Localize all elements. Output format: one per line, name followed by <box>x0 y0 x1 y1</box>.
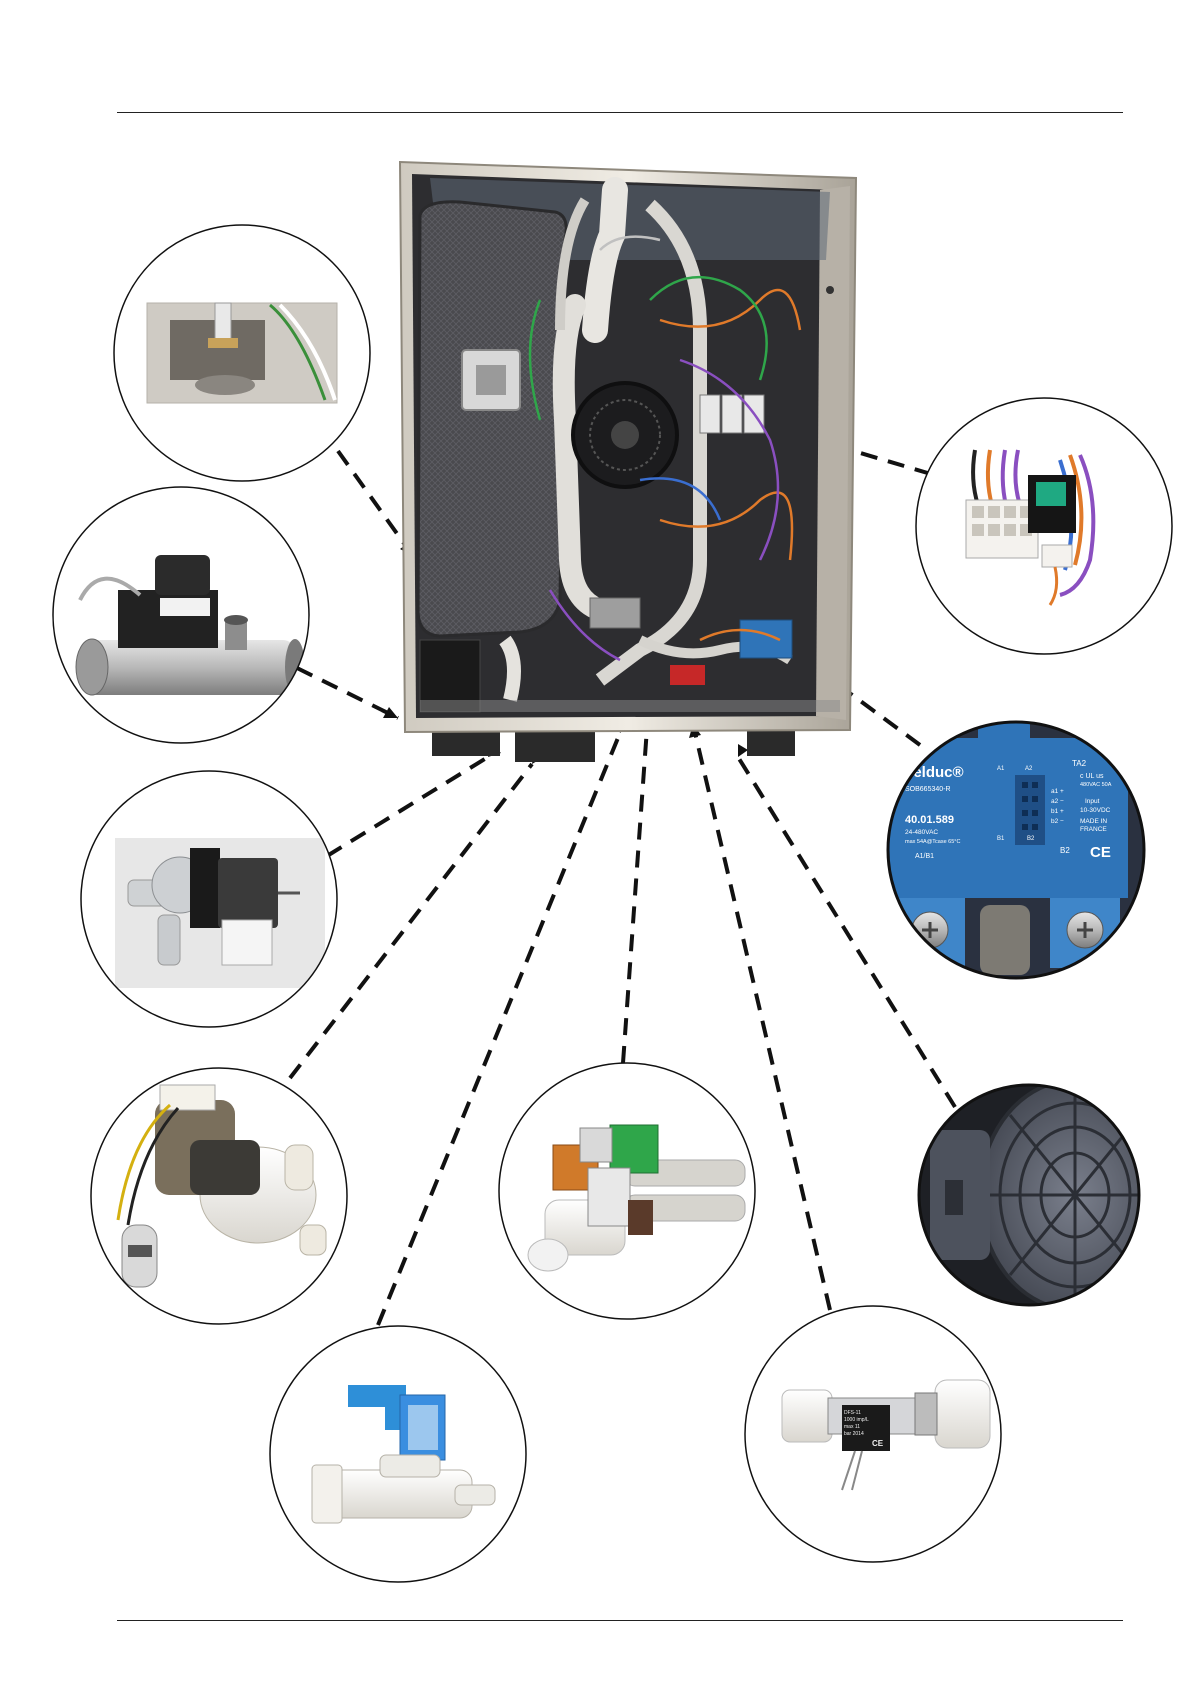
callout-drain-pump <box>78 768 343 1033</box>
relay-line-a1: a1 + <box>1051 788 1064 795</box>
relay-pin-a1: A1 <box>997 766 1005 772</box>
relay-pin-b1: B1 <box>997 836 1005 842</box>
callout-wash-pump <box>88 1065 353 1330</box>
relay-label-b2: B2 <box>1060 846 1070 855</box>
relay-pin-a2: A2 <box>1025 766 1033 772</box>
relay-pin-b2: B2 <box>1027 836 1035 842</box>
relay-line-b1: b1 + <box>1051 808 1064 815</box>
callout-inlet-valve-single <box>268 1325 533 1590</box>
tank-insulation <box>418 202 566 636</box>
relay-made-in-2: FRANCE <box>1080 826 1107 833</box>
relay-model: SOB665340-R <box>905 786 951 793</box>
callout-terminal-block <box>914 396 1179 661</box>
callout-fan-motor <box>915 1080 1170 1315</box>
side-panel <box>816 186 850 720</box>
relay-out-rating: 480VAC 50A <box>1080 782 1112 788</box>
relay-ce-mark: CE <box>1090 844 1111 861</box>
machine-interior <box>400 162 856 762</box>
relay-input-range: 10-30VDC <box>1080 807 1111 814</box>
relay-label-a1b1: A1/B1 <box>915 853 934 860</box>
relay-rating: max 54A@Tcase 65°C <box>905 839 961 845</box>
flow-meter-ce: CE <box>872 1439 884 1448</box>
callout-solenoid-tube-valve <box>50 485 315 750</box>
relay-pin-ta2: TA2 <box>1072 759 1087 768</box>
callout-thermostat-bracket <box>110 220 380 490</box>
relay-line-b2: b2 − <box>1051 818 1064 825</box>
relay-voltage: 24-480VAC <box>905 829 938 836</box>
flow-meter-line3: max 11 <box>844 1424 860 1430</box>
relay-ul-mark: c UL us <box>1080 773 1104 780</box>
bracket-photo-icon <box>147 303 337 403</box>
relay-part: 40.01.589 <box>905 814 954 826</box>
flow-meter-line2: 1000 imp/L <box>844 1417 869 1423</box>
callout-flow-meter: DFS-11 1000 imp/L max 11 bar 2014 CE <box>742 1303 1007 1568</box>
relay-made-in-1: MADE IN <box>1080 818 1107 825</box>
flow-meter-line4: bar 2014 <box>844 1431 864 1437</box>
callout-solid-state-relay: celduc® SOB665340-R 40.01.589 24-480VAC … <box>886 720 1151 985</box>
callout-inlet-valve-double <box>497 1061 762 1326</box>
relay-input-title: Input <box>1085 798 1100 805</box>
flow-meter-line1: DFS-11 <box>844 1410 861 1416</box>
relay-line-a2: a2 − <box>1051 798 1064 805</box>
relays-blue <box>740 620 792 658</box>
